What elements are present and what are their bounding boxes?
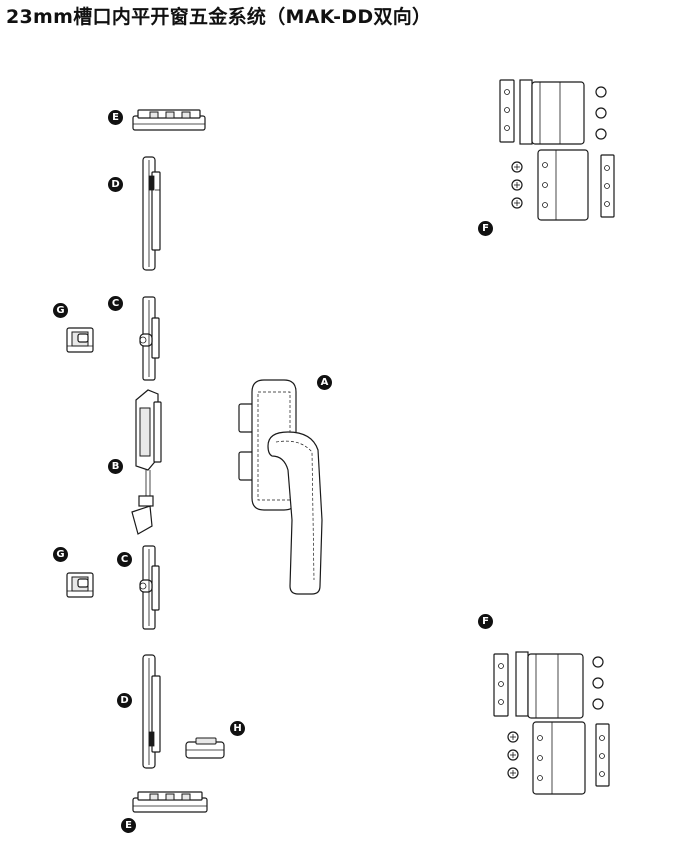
part-f-bottom-hinge [493, 651, 610, 795]
part-d-top-corner-drive [142, 156, 161, 271]
callout-d-top: D [108, 177, 123, 192]
callout-g-bottom: G [53, 547, 68, 562]
part-a-window-handle [238, 379, 323, 595]
callout-d-bottom: D [117, 693, 132, 708]
page-title: 23mm槽口内平开窗五金系统（MAK-DD双向） [6, 6, 432, 28]
callout-f-bottom: F [478, 614, 493, 629]
callout-f-top: F [478, 221, 493, 236]
part-e-top-keeper [132, 109, 206, 131]
part-g-top-striker [66, 327, 94, 353]
part-c-bottom-locking-point [139, 545, 160, 630]
callout-c-top: C [108, 296, 123, 311]
part-f-top-hinge [499, 79, 615, 221]
callout-b: B [108, 459, 123, 474]
part-e-bottom-keeper [132, 791, 208, 813]
part-h-end-cap [185, 737, 225, 759]
callout-g-top: G [53, 303, 68, 318]
part-d-bottom-corner-drive [142, 654, 161, 769]
callout-e-top: E [108, 110, 123, 125]
callout-h: H [230, 721, 245, 736]
part-c-top-locking-point [139, 296, 160, 381]
part-b-gearbox [131, 389, 162, 535]
callout-a: A [317, 375, 332, 390]
part-g-bottom-striker [66, 572, 94, 598]
callout-c-bottom: C [117, 552, 132, 567]
callout-e-bottom: E [121, 818, 136, 833]
